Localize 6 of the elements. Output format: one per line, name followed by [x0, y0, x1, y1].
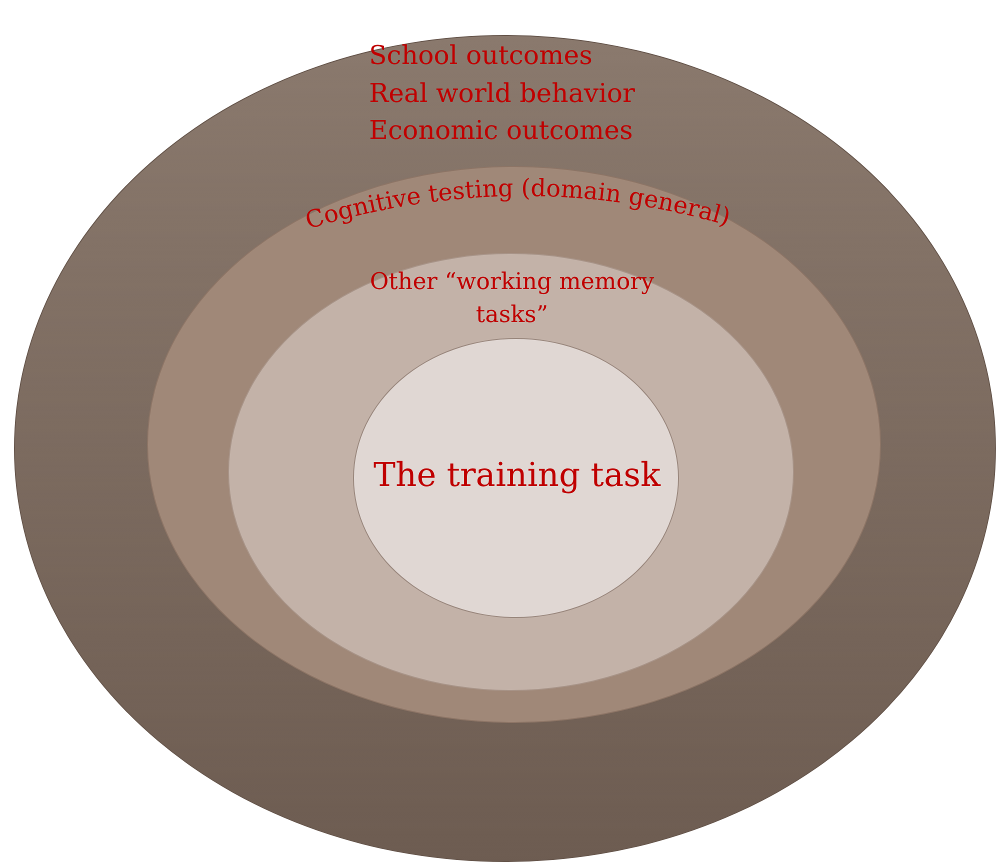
outcome-label: Economic outcomes — [369, 115, 634, 148]
center-label: The training task — [372, 454, 662, 496]
outcome-label: Real world behavior — [369, 78, 635, 111]
outcome-label: School outcomes — [369, 40, 594, 73]
curved-label: Cognitive testing (domain general) — [302, 174, 734, 235]
ellipse-label: Other “working memory tasks” — [368, 268, 656, 330]
